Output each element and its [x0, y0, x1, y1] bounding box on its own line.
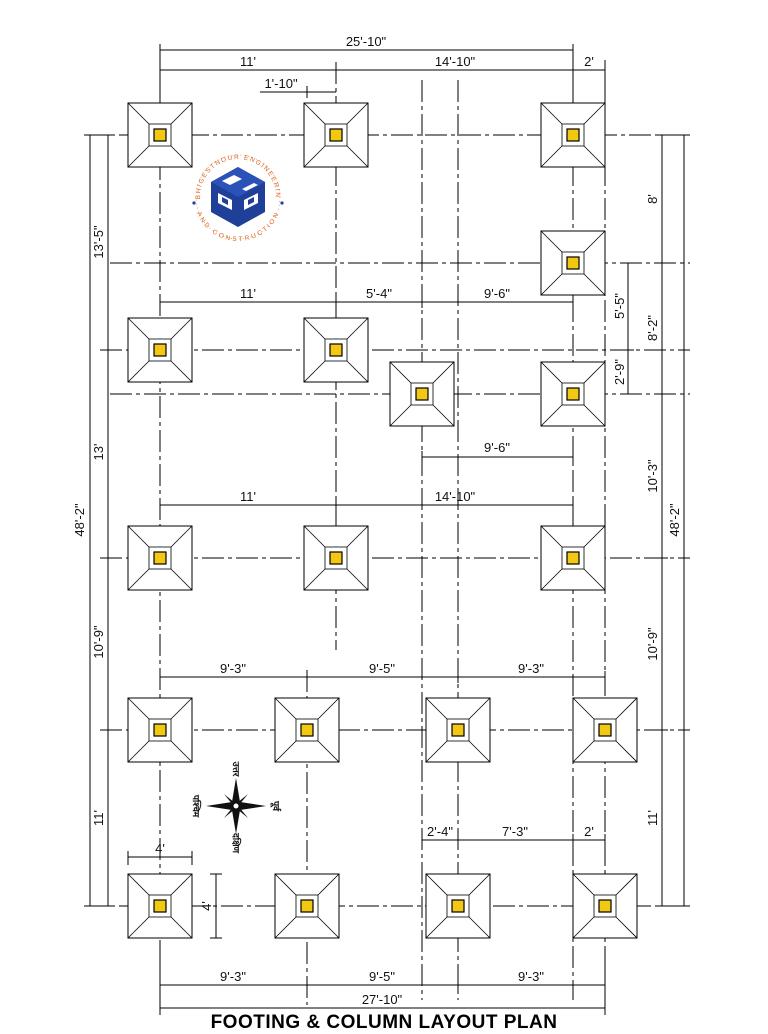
dim-left-3: 10'-9" [91, 625, 106, 659]
dimensions: 25'-10" 11' 14'-10" 2' 1'-10" 11' 5'-4" … [72, 34, 690, 1015]
dim-row7-a: 2'-4" [427, 824, 453, 839]
compass-north: उत्तर [231, 761, 241, 777]
dim-row5-right: 14'-10" [435, 489, 476, 504]
dim-bottom-b: 9'-5" [369, 969, 395, 984]
footing [572, 873, 638, 939]
footing [127, 102, 193, 168]
dim-row3-right: 9'-6" [484, 286, 510, 301]
footing [425, 873, 491, 939]
column [153, 343, 167, 357]
footing [540, 525, 606, 591]
dim-row6-b: 9'-5" [369, 661, 395, 676]
dim-bottom-c: 9'-3" [518, 969, 544, 984]
dim-top-mid: 14'-10" [435, 54, 476, 69]
footing [127, 697, 193, 763]
compass-east: पूर्व [270, 800, 282, 812]
footings [127, 102, 638, 939]
dim-right-5: 11' [645, 810, 660, 826]
column [329, 343, 343, 357]
dim-right-total: 48'-2" [667, 503, 682, 537]
dim-row3-left: 11' [240, 286, 256, 301]
dim-right-2: 8'-2" [645, 315, 660, 341]
dim-footing-height: 4' [199, 901, 214, 911]
footing [274, 873, 340, 939]
dim-right-3: 10'-3" [645, 459, 660, 493]
dim-bottom-total: 27'-10" [362, 992, 403, 1007]
dim-row5-left: 11' [240, 489, 256, 504]
dim-right-4: 10'-9" [645, 627, 660, 661]
footing [127, 873, 193, 939]
footing [540, 230, 606, 296]
dim-right-1: 8' [645, 194, 660, 204]
dim-right-2b: 2'-9" [612, 359, 627, 385]
column [153, 128, 167, 142]
column [415, 387, 429, 401]
dim-left-4: 11' [91, 810, 106, 826]
column [566, 256, 580, 270]
footing [540, 361, 606, 427]
footing [303, 317, 369, 383]
dim-row4-below: 9'-6" [484, 440, 510, 455]
dim-row7-b: 7'-3" [502, 824, 528, 839]
dim-row7-c: 2' [584, 824, 594, 839]
footing [389, 361, 455, 427]
compass-south: दक्षिण [231, 832, 242, 854]
column [300, 899, 314, 913]
footing [303, 525, 369, 591]
dim-top-total: 25'-10" [346, 34, 387, 49]
column [153, 899, 167, 913]
column [566, 128, 580, 142]
footing [540, 102, 606, 168]
plan-title: FOOTING & COLUMN LAYOUT PLAN [210, 1012, 558, 1033]
column [566, 387, 580, 401]
dim-left-1: 13'-5" [91, 225, 106, 259]
footing [127, 317, 193, 383]
column [153, 551, 167, 565]
dim-footing-width: 4' [155, 841, 165, 856]
dim-row6-a: 9'-3" [220, 661, 246, 676]
column [451, 723, 465, 737]
dim-row3-mid: 5'-4" [366, 286, 392, 301]
compass-rose-icon: उत्तर दक्षिण पूर्व पश्चिम [191, 761, 282, 854]
dim-offset-top: 1'-10" [264, 76, 298, 91]
compass-west: पश्चिम [191, 794, 202, 818]
dim-top-right: 2' [584, 54, 594, 69]
footing [572, 697, 638, 763]
column [451, 899, 465, 913]
footing [127, 525, 193, 591]
column [329, 551, 343, 565]
dim-right-2a: 5'-5" [612, 293, 627, 319]
footing [303, 102, 369, 168]
dim-left-total: 48'-2" [72, 503, 87, 537]
dim-left-2: 13' [91, 444, 106, 461]
company-logo: ABHIGESTNOUR ENGINEERING AND CONSTRUCTIO… [192, 151, 284, 243]
column [329, 128, 343, 142]
column [598, 723, 612, 737]
dim-row6-c: 9'-3" [518, 661, 544, 676]
column [598, 899, 612, 913]
column [300, 723, 314, 737]
dim-bottom-a: 9'-3" [220, 969, 246, 984]
footing [425, 697, 491, 763]
dim-top-left: 11' [240, 54, 256, 69]
footing [274, 697, 340, 763]
column [153, 723, 167, 737]
column [566, 551, 580, 565]
